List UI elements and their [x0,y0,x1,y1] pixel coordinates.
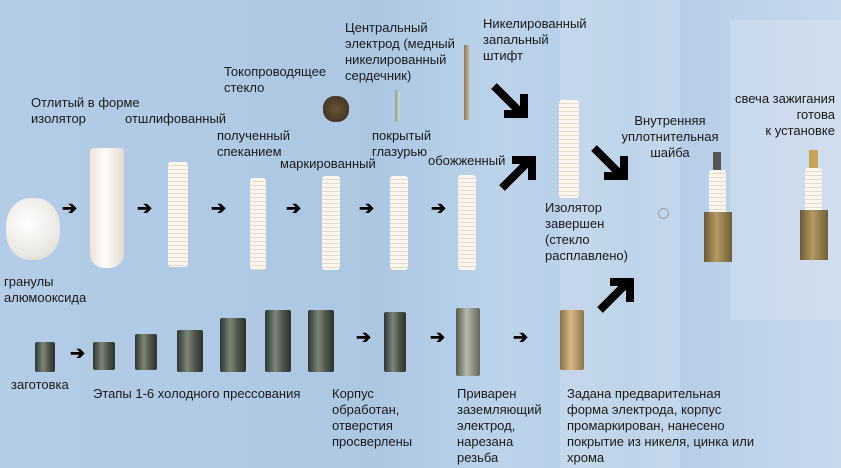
center-electrode-part [395,90,400,122]
shell-stage-6 [308,310,334,372]
arrow-right-icon: ➔ [430,327,446,347]
shell-stage-2 [135,334,157,370]
shell-blank [35,342,55,372]
spark-plug-with-washer [704,152,732,270]
background-shape [730,20,841,320]
label-glazed: покрытый глазурью [372,128,432,159]
arrow-right-icon: ➔ [70,343,86,363]
background-shape [560,0,680,468]
label-finished-shell: Задана предварительная форма электрода, … [567,386,755,465]
inner-washer-part [658,208,669,219]
glazed-insulator [390,176,408,270]
terminal-pin-part [464,45,469,120]
marked-insulator [322,176,340,270]
machined-shell [384,312,406,372]
label-cast-insulator: Отлитый в форме изолятор [31,95,140,126]
label-cold-forming: Этапы 1-6 холодного прессования [93,386,301,401]
big-arrow-up-right-icon [597,278,634,313]
shell-stage-4 [220,318,246,372]
label-insulator-done: Изолятор завершен (стекло расплавлено) [545,200,628,263]
label-plug-ready: свеча зажигания готова к установке [735,91,835,138]
shell-stage-3 [177,330,203,372]
label-welded: Приварен заземляющий электрод, нарезана … [457,386,542,465]
shell-stage-1 [93,342,115,370]
label-conductive-glass: Токопроводящее стекло [224,64,327,95]
finished-insulator [559,100,579,198]
label-machined: Корпус обработан, отверстия просверлены [332,386,413,449]
big-arrow-down-right-icon [591,145,628,180]
label-center-electrode: Центральный электрод (медный никелирован… [345,20,455,83]
arrow-right-icon: ➔ [62,198,78,218]
arrow-right-icon: ➔ [211,198,227,218]
label-blank: заготовка [11,377,69,392]
label-marked: маркированный [280,156,376,171]
shell-stage-5 [265,310,291,372]
label-inner-washer: Внутренняя уплотнительная шайба [621,113,719,160]
spark-plug-ready [800,150,828,268]
label-sintered: полученный спеканием [217,128,291,159]
arrow-right-icon: ➔ [356,327,372,347]
ground-insulator [168,162,188,267]
label-granules: гранулы алюмооксида [4,274,87,305]
conductive-glass-blob [323,96,349,122]
big-arrow-up-right-icon [499,156,536,191]
welded-shell [456,308,480,376]
arrow-right-icon: ➔ [137,198,153,218]
arrow-right-icon: ➔ [513,327,529,347]
alumina-granules [6,198,60,260]
sintered-insulator [250,178,266,270]
plated-shell [560,310,584,370]
arrow-right-icon: ➔ [286,198,302,218]
label-ground: отшлифованный [125,111,227,126]
label-fired: обожженный [428,153,506,168]
cast-insulator [90,148,124,268]
fired-insulator [458,175,476,270]
big-arrow-down-right-icon [491,83,528,118]
label-terminal-pin: Никелированный запальный штифт [483,16,587,63]
arrow-right-icon: ➔ [359,198,375,218]
arrow-right-icon: ➔ [431,198,447,218]
